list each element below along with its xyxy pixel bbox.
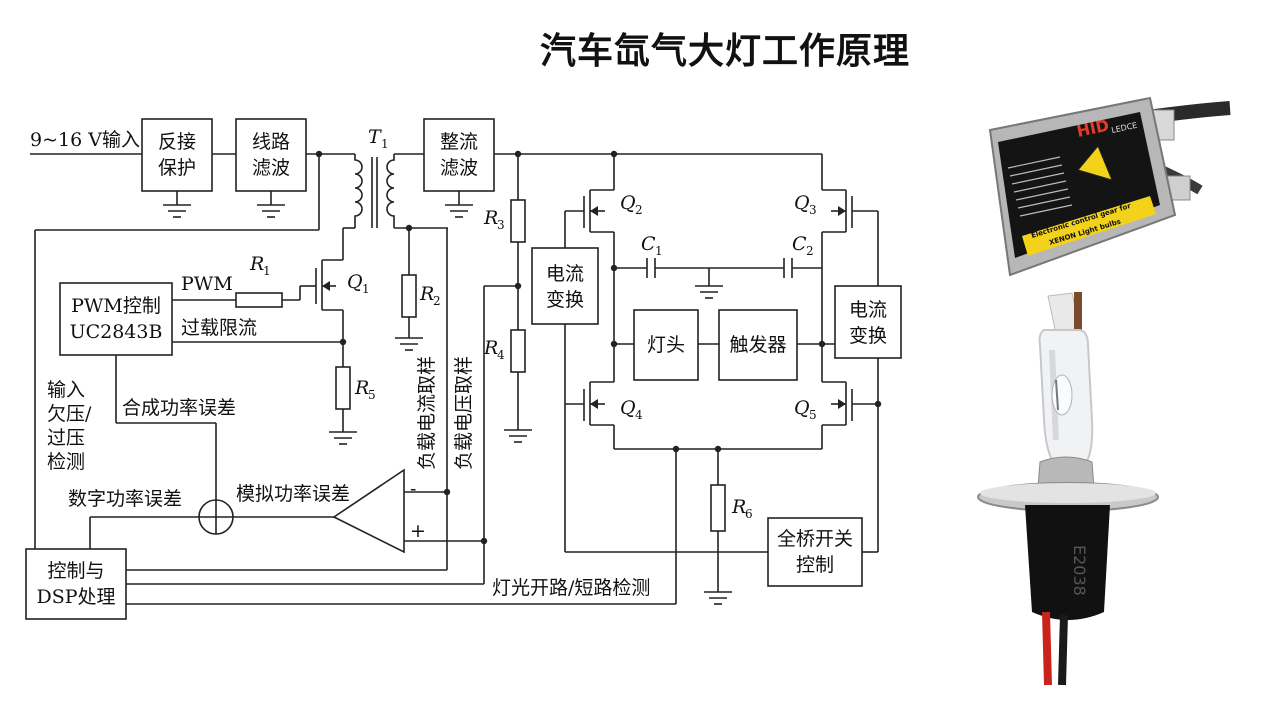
load-voltage-label: 负载电压取样 — [453, 356, 475, 470]
line-filter-label-2: 滤波 — [252, 157, 290, 179]
full-bridge-block — [767, 517, 863, 587]
resistor-r2 — [401, 274, 417, 318]
pwm-control-label-2: UC2843B — [70, 321, 163, 343]
resistor-r4 — [510, 329, 526, 373]
resistor-r3 — [510, 199, 526, 243]
r4-label: R — [483, 337, 498, 359]
resistor-r5 — [335, 366, 351, 410]
trigger-block — [718, 309, 798, 381]
rectify-filter-block — [423, 118, 495, 192]
c2-label: C — [792, 233, 807, 255]
q4-label: Q — [620, 397, 636, 419]
op-plus: + — [410, 520, 426, 542]
svg-text:5: 5 — [809, 408, 817, 422]
open-short-label: 灯光开路/短路检测 — [492, 577, 650, 599]
xenon-bulb-photo: E2038 — [977, 292, 1159, 686]
svg-text:2: 2 — [806, 244, 814, 258]
digital-error-label: 数字功率误差 — [68, 488, 182, 510]
reverse-protect-label-1: 反接 — [158, 131, 196, 153]
svg-text:5: 5 — [368, 388, 376, 402]
c1-label: C — [641, 233, 656, 255]
resistor-r6 — [710, 484, 726, 532]
svg-text:1: 1 — [655, 244, 663, 258]
rectify-filter-label-1: 整流 — [440, 131, 478, 153]
dsp-label-2: DSP处理 — [36, 586, 115, 608]
input-detect-label-2: 欠压/ — [47, 403, 92, 425]
mosfet-q5 — [821, 381, 878, 449]
ballast-photo: HID LEDCE Electronic control gear for XE… — [988, 96, 1231, 277]
full-bridge-label-1: 全桥开关 — [777, 528, 853, 550]
full-bridge-label-2: 控制 — [796, 554, 834, 576]
synth-error-label: 合成功率误差 — [122, 397, 236, 419]
q2-label: Q — [620, 192, 636, 214]
mosfet-q4 — [565, 232, 615, 449]
overload-label: 过载限流 — [181, 317, 257, 339]
current-conv-right-label-1: 电流 — [849, 299, 887, 321]
svg-text:6: 6 — [745, 507, 753, 521]
r6-label: R — [731, 496, 746, 518]
transformer-t1 — [354, 154, 395, 228]
svg-text:1: 1 — [381, 137, 389, 151]
svg-text:2: 2 — [635, 203, 643, 217]
current-conv-left-label-1: 电流 — [546, 263, 584, 285]
current-conv-right-block — [834, 285, 902, 359]
r2-label: R — [419, 283, 434, 305]
mosfet-q2 — [565, 154, 615, 233]
input-label: 9~16 V输入 — [30, 129, 140, 151]
page-title: 汽车氙气大灯工作原理 — [539, 31, 910, 72]
current-conv-left-label-2: 变换 — [546, 289, 584, 311]
input-detect-label-4: 检测 — [47, 451, 85, 473]
q3-label: Q — [794, 192, 810, 214]
load-current-label: 负载电流取样 — [416, 356, 438, 470]
lamp-head-block — [633, 309, 699, 381]
input-detect-label-3: 过压 — [47, 427, 85, 449]
r5-label: R — [354, 377, 369, 399]
trigger-label: 触发器 — [729, 334, 786, 356]
mosfet-q1 — [315, 259, 344, 342]
svg-text:2: 2 — [433, 294, 441, 308]
input-detect-label-1: 输入 — [47, 379, 85, 401]
line-filter-label-1: 线路 — [252, 131, 290, 153]
current-conv-right-label-2: 变换 — [849, 325, 887, 347]
dsp-label-1: 控制与 — [47, 560, 104, 582]
error-amplifier — [332, 468, 405, 554]
pwm-control-block — [59, 282, 173, 356]
r3-label: R — [483, 207, 498, 229]
svg-text:3: 3 — [497, 218, 505, 232]
mosfet-q3 — [822, 189, 878, 233]
reverse-protect-block — [141, 118, 213, 192]
pwm-control-label-1: PWM控制 — [71, 295, 161, 317]
rectify-filter-label-2: 滤波 — [440, 157, 478, 179]
svg-text:1: 1 — [263, 264, 271, 278]
svg-text:4: 4 — [497, 348, 505, 362]
bulb-marking: E2038 — [1070, 545, 1089, 596]
resistor-r1 — [235, 292, 283, 308]
pwm-label: PWM — [181, 273, 233, 295]
op-minus: - — [410, 478, 416, 500]
current-conv-left-block — [531, 247, 599, 325]
lamp-head-label: 灯头 — [647, 334, 685, 356]
q1-label: Q — [347, 271, 363, 293]
t1-label: T — [368, 126, 382, 148]
line-filter-block — [235, 118, 307, 192]
svg-text:1: 1 — [362, 282, 370, 296]
q5-label: Q — [794, 397, 810, 419]
svg-text:3: 3 — [809, 203, 817, 217]
svg-text:4: 4 — [635, 408, 643, 422]
reverse-protect-label-2: 保护 — [158, 157, 196, 179]
analog-error-label: 模拟功率误差 — [236, 483, 350, 505]
r1-label: R — [249, 253, 264, 275]
summing-junction — [198, 499, 234, 535]
